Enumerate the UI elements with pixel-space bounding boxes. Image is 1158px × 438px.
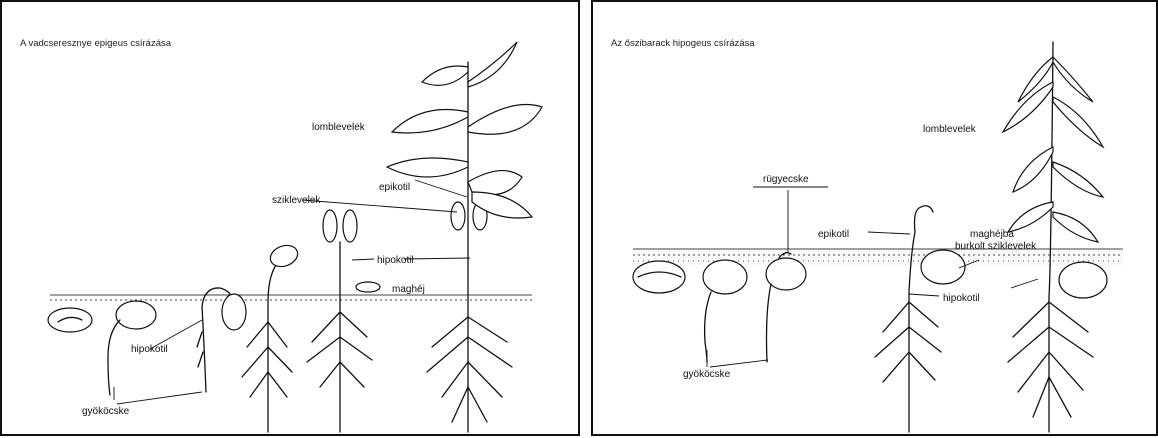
- label-gyokocske: gyököcske: [82, 406, 130, 417]
- label-lomblevelek: lomblevelek: [312, 122, 366, 133]
- seedling-stage-6: [387, 42, 542, 432]
- label-rugyecske: rügyecske: [763, 174, 809, 185]
- seedling-stage-4: [875, 206, 965, 432]
- seedling-stage-3: [197, 288, 246, 392]
- epigeal-diagram: lomblevelek epikotil sziklevelek hipokot…: [2, 2, 580, 436]
- label-sziklevelek: sziklevelek: [272, 195, 321, 206]
- seed-stage-1: [633, 261, 685, 293]
- epigeal-germination-panel: A vadcseresznye epigeus csírázása: [0, 0, 580, 436]
- annotation-arrows: [707, 187, 1038, 367]
- seedling-stage-5: [1003, 42, 1107, 432]
- label-epikotil: epikotil: [818, 229, 849, 240]
- label-maghejba-line2: burkolt sziklevelek: [955, 241, 1037, 252]
- seedling-stage-5: [307, 210, 380, 432]
- label-hipokotil-upper: hipokotil: [377, 255, 414, 266]
- label-lomblevelek: lomblevelek: [923, 124, 977, 135]
- seedling-stage-4: [242, 242, 301, 432]
- label-hipokotil: hipokotil: [943, 293, 980, 304]
- hypogeal-germination-panel: Az őszibarack hipogeus csírázása: [591, 0, 1158, 436]
- label-maghej: maghéj: [392, 284, 425, 295]
- soil-surface: [50, 295, 532, 300]
- label-maghejba-line1: maghéjba: [970, 229, 1014, 240]
- seedling-stage-2: [703, 260, 747, 362]
- seed-stage-1: [48, 308, 92, 332]
- label-hipokotil-lower: hipokotil: [131, 344, 168, 355]
- label-epikotil: epikotil: [379, 182, 410, 193]
- label-gyokocske: gyököcske: [683, 369, 731, 380]
- hypogeal-diagram: lomblevelek rügyecske epikotil maghéjba …: [593, 2, 1158, 436]
- seedling-stage-3: [766, 253, 806, 362]
